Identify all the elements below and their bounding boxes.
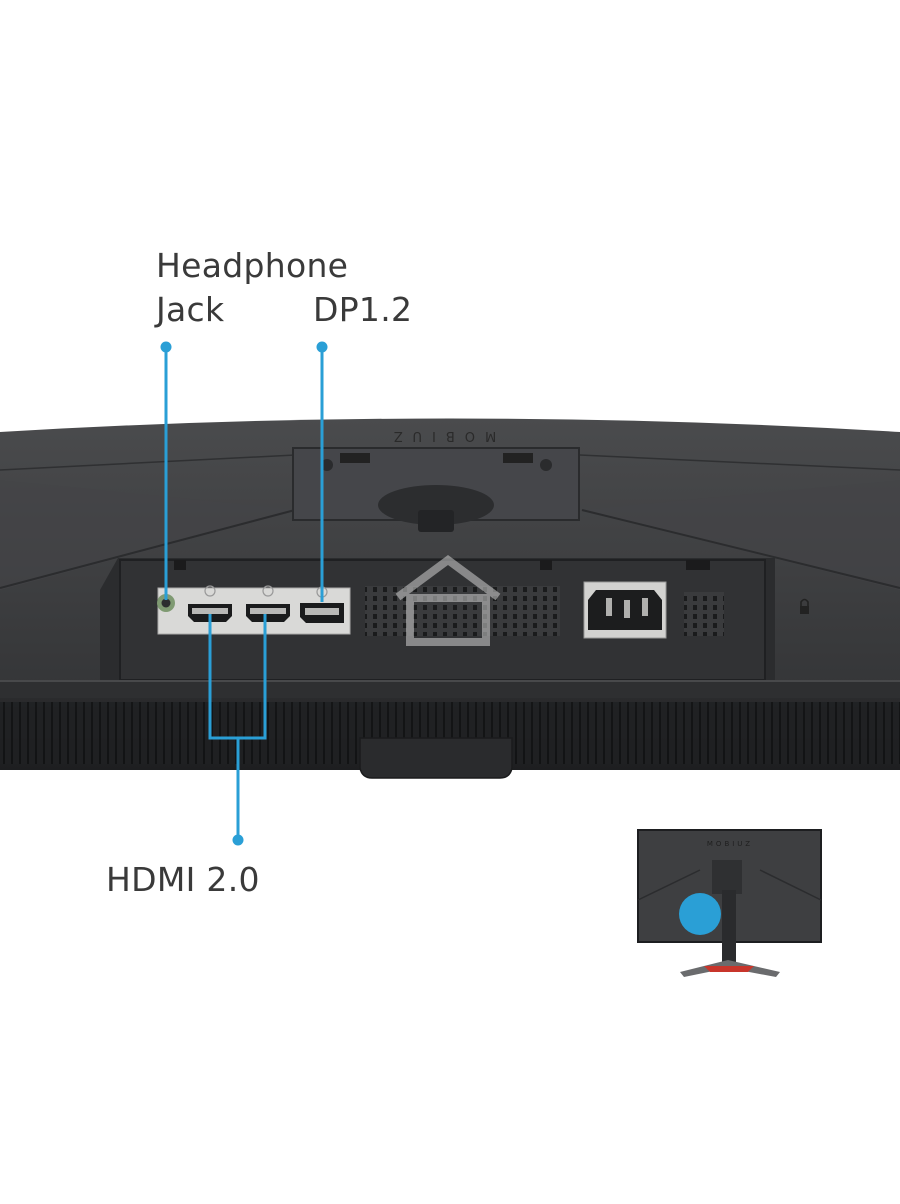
headphone-label-line1: Headphone <box>156 246 349 285</box>
callout-dots <box>160 341 328 846</box>
monitor-back: MOBIUZ <box>0 418 900 779</box>
svg-text:MOBIUZ: MOBIUZ <box>707 840 753 848</box>
callout-lines <box>164 347 324 840</box>
headphone-jack-label: Headphone Jack <box>156 244 348 332</box>
headphone-label-line2: Jack <box>156 290 225 329</box>
power-socket-icon <box>583 581 667 639</box>
home-icon <box>395 555 501 646</box>
hdmi-label: HDMI 2.0 <box>106 860 260 899</box>
lock-icon <box>800 598 809 614</box>
headphone-jack-icon <box>157 594 175 612</box>
hdmi-port-icon <box>246 585 290 622</box>
displayport-label: DP1.2 <box>313 290 413 329</box>
hdmi-port-icon <box>188 585 232 622</box>
brand-text: MOBIUZ <box>384 428 496 443</box>
monitor-thumbnail: MOBIUZ <box>637 829 822 977</box>
